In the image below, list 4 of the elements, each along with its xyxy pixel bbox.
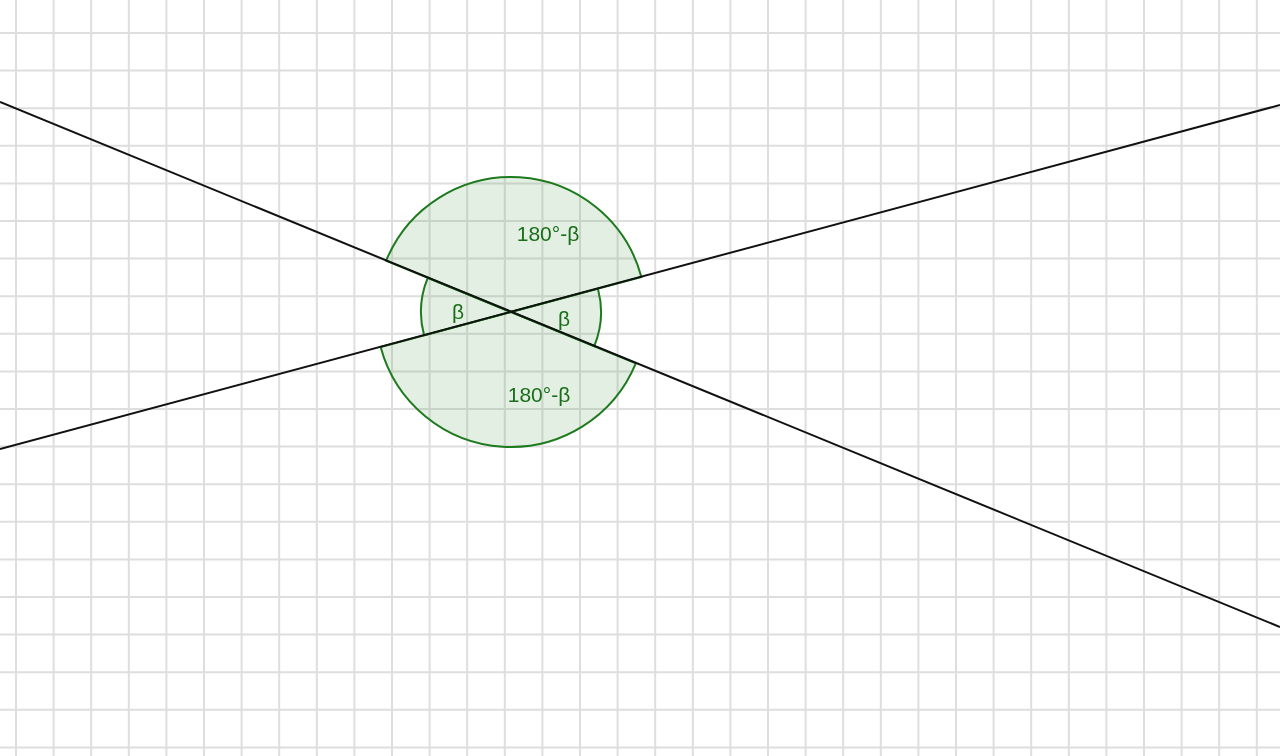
angle-label: 180°-β [507,383,571,405]
angle-label: β [451,300,465,322]
angle-label: 180°-β [516,222,580,244]
angle-label: β [557,307,571,329]
